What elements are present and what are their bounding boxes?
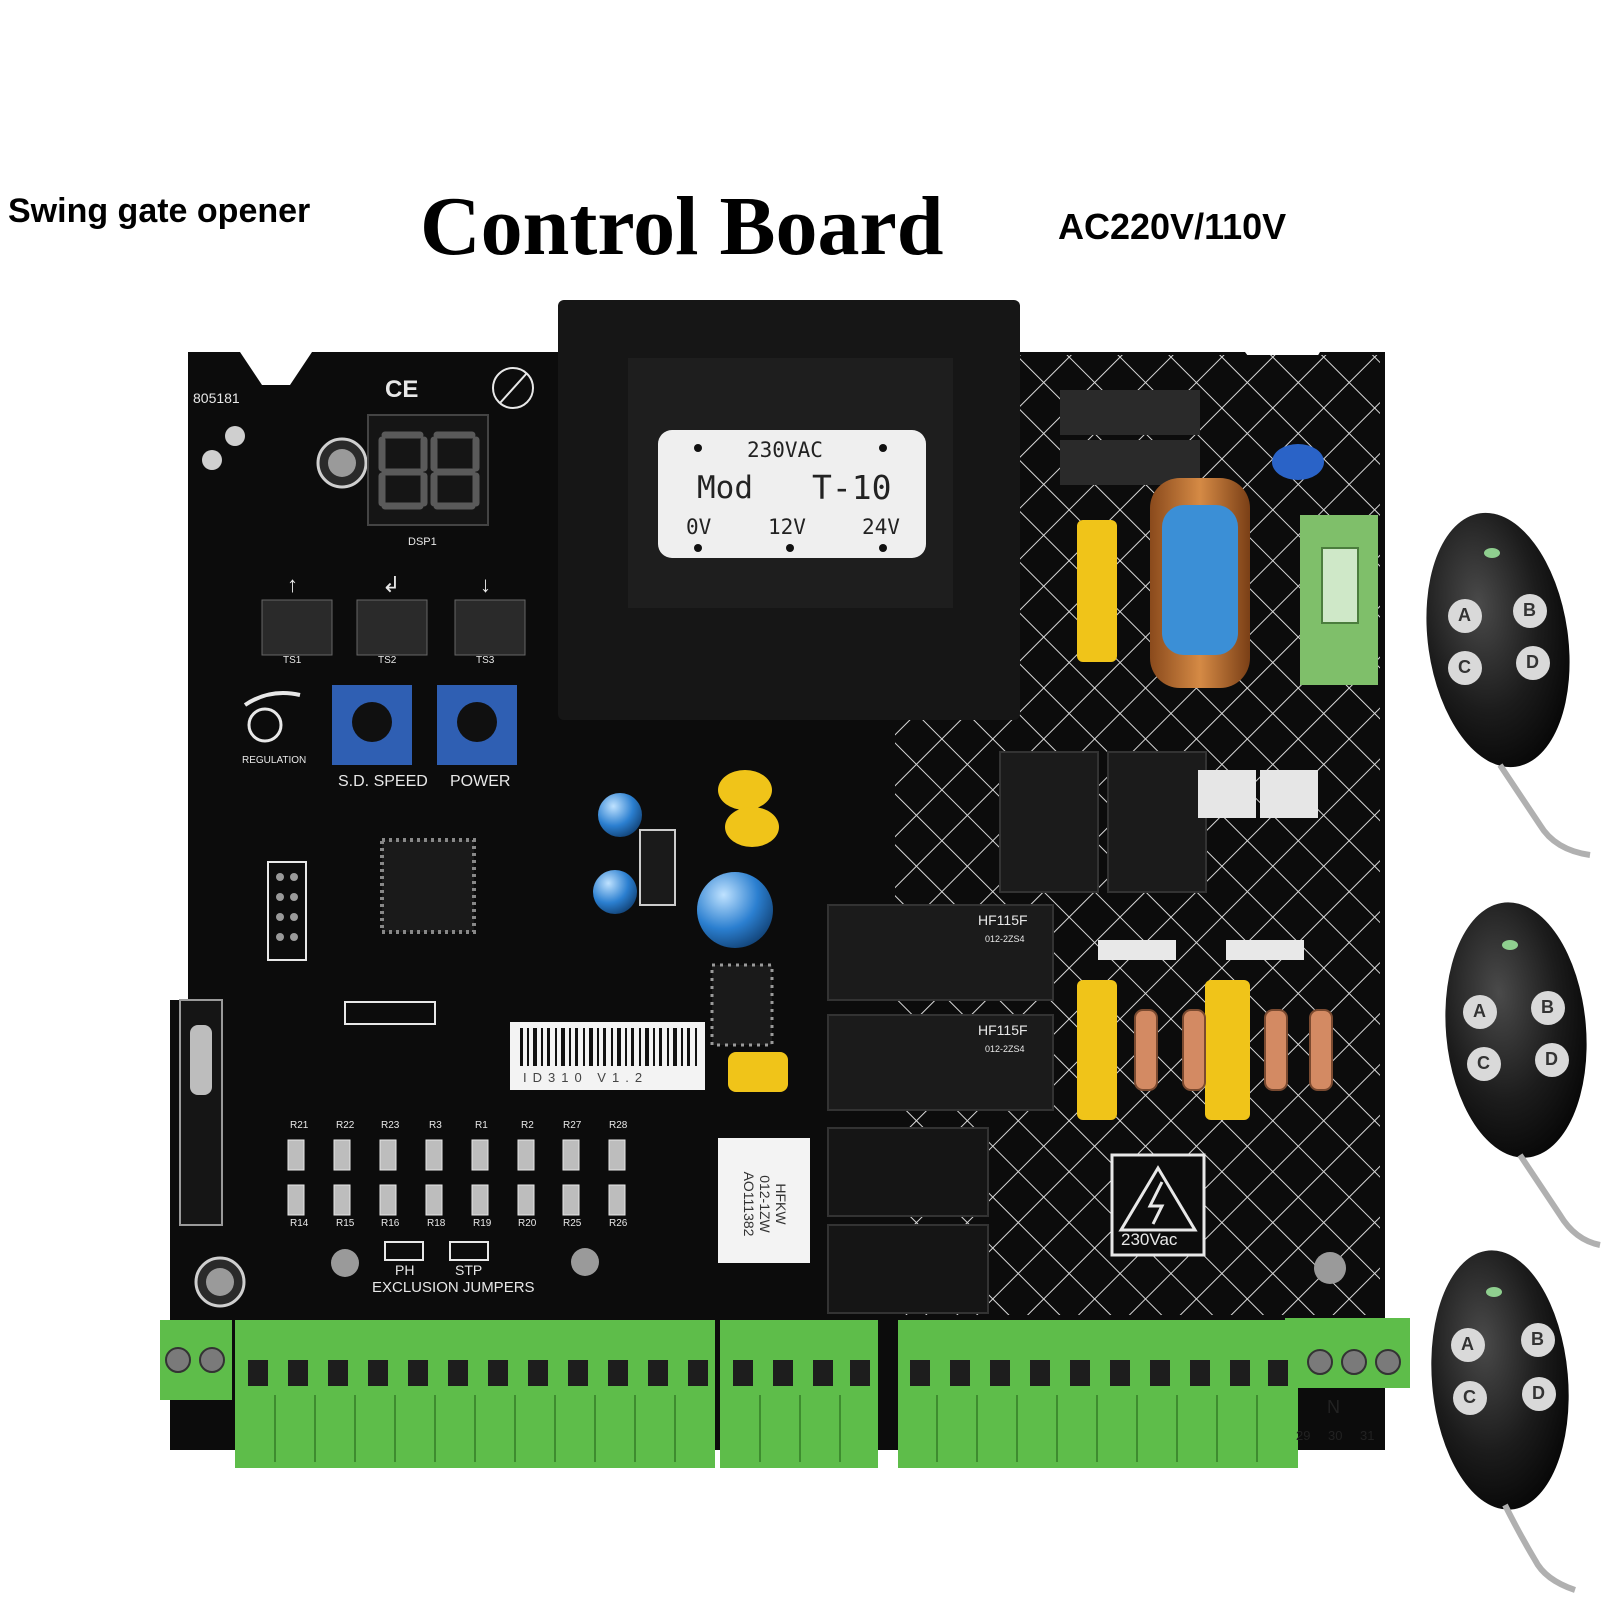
- display-id: DSP1: [408, 536, 437, 548]
- barcode-text: ID310 V1.2: [523, 1070, 649, 1085]
- hv-warning-label: 230Vac: [1121, 1230, 1178, 1249]
- reed-relay: [718, 1138, 810, 1263]
- resistor-label: R16: [381, 1218, 400, 1229]
- resistor-label: R3: [429, 1120, 442, 1131]
- resistor-label: R15: [336, 1218, 355, 1229]
- resistor-label: R14: [290, 1218, 309, 1229]
- remote-1-button-a: A: [1458, 605, 1471, 625]
- reed-relay-line-3: AO111382: [741, 1171, 757, 1237]
- remote-control-2: [1445, 902, 1601, 1248]
- jumper-stp-label: STP: [455, 1262, 483, 1278]
- remote-1-button-d: D: [1526, 652, 1539, 672]
- relay-2: [827, 1014, 1054, 1111]
- terminal-mark-31: 31: [1360, 1428, 1375, 1443]
- terminal-mark-29: 29: [1296, 1428, 1311, 1443]
- svg-text:↲: ↲: [382, 572, 400, 597]
- remote-1-button-c: C: [1458, 657, 1471, 677]
- resistor-label: R26: [609, 1218, 628, 1229]
- resistor-label: R27: [563, 1120, 582, 1131]
- resistor-label: R21: [290, 1120, 309, 1131]
- board-code: 805181: [193, 390, 240, 406]
- reed-relay-label: HFKW 012-1ZW AO111382: [741, 1139, 789, 1269]
- relay-1-spec: 012-2ZS4: [985, 934, 1025, 944]
- relay-2-spec: 012-2ZS4: [985, 1044, 1025, 1054]
- resistor-label: R20: [518, 1218, 537, 1229]
- remote-2-button-a: A: [1473, 1001, 1486, 1021]
- jumpers-caption: EXCLUSION JUMPERS: [372, 1279, 535, 1296]
- regulation-label: REGULATION: [242, 755, 307, 766]
- terminal-mark-n: N: [1327, 1397, 1340, 1417]
- reed-relay-line-2: 012-1ZW: [757, 1175, 773, 1233]
- resistor-label: R22: [336, 1120, 355, 1131]
- tap-24v: 24V: [862, 515, 900, 539]
- resistor-label: R28: [609, 1120, 628, 1131]
- terminal-mark-30: 30: [1328, 1428, 1343, 1443]
- remote-1-button-b: B: [1523, 600, 1536, 620]
- jumper-ph-label: PH: [395, 1262, 415, 1278]
- button-label-ts1: TS1: [283, 655, 302, 666]
- remote-2-button-d: D: [1545, 1049, 1558, 1069]
- tactile-buttons: [261, 599, 526, 656]
- transformer-mod: Mod: [697, 470, 753, 506]
- tap-0v: 0V: [686, 515, 712, 539]
- svg-text:↑: ↑: [287, 572, 298, 597]
- resistor-label: R25: [563, 1218, 582, 1229]
- remote-2-button-c: C: [1477, 1053, 1490, 1073]
- voltage-label: AC220V/110V: [1058, 206, 1287, 247]
- button-label-ts3: TS3: [476, 655, 495, 666]
- svg-text:↓: ↓: [480, 572, 491, 597]
- reed-relay-line-1: HFKW: [773, 1183, 789, 1225]
- transformer-label: [658, 430, 926, 558]
- tap-12v: 12V: [768, 515, 806, 539]
- subtitle: Swing gate opener: [8, 192, 311, 230]
- relay-1: [827, 904, 1054, 1001]
- resistor-label: R18: [427, 1218, 446, 1229]
- remote-control-1: [1426, 512, 1591, 858]
- relay-1-model: HF115F: [978, 912, 1028, 928]
- transformer-voltage: 230VAC: [747, 438, 823, 462]
- page-title: Control Board: [420, 180, 944, 273]
- ce-mark: CE: [385, 376, 418, 403]
- resistor-label: R2: [521, 1120, 534, 1131]
- remote-3-button-d: D: [1532, 1383, 1545, 1403]
- resistor-label: R19: [473, 1218, 492, 1229]
- trimmer-power-label: POWER: [450, 773, 511, 790]
- remote-2-button-b: B: [1541, 997, 1554, 1017]
- electrolytic-capacitor: [697, 872, 773, 948]
- transformer-model: T-10: [812, 468, 892, 507]
- resistor-label: R1: [475, 1120, 488, 1131]
- remote-control-3: [1431, 1250, 1576, 1593]
- microcontroller: [380, 838, 476, 934]
- resistor-label: R23: [381, 1120, 400, 1131]
- remote-3-button-c: C: [1463, 1387, 1476, 1407]
- button-label-ts2: TS2: [378, 655, 397, 666]
- remote-3-button-b: B: [1531, 1329, 1544, 1349]
- relay-2-model: HF115F: [978, 1022, 1028, 1038]
- remote-3-button-a: A: [1461, 1334, 1474, 1354]
- trimmer-speed-label: S.D. SPEED: [338, 773, 428, 790]
